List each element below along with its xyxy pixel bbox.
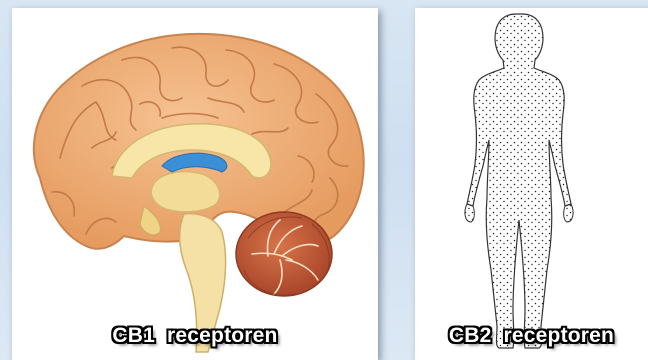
right-hand bbox=[564, 204, 573, 222]
cb2-caption: CB2 receptoren bbox=[415, 324, 648, 348]
body-panel: CB2 receptoren bbox=[415, 8, 648, 360]
brain-illustration bbox=[12, 8, 378, 360]
cb2-word: receptoren bbox=[504, 324, 615, 347]
cb1-caption: CB1 receptoren bbox=[12, 324, 378, 348]
human-body-illustration bbox=[415, 8, 648, 360]
brain-panel: CB1 receptoren bbox=[12, 8, 378, 360]
body-silhouette bbox=[467, 14, 571, 348]
cb1-code: CB1 bbox=[112, 324, 155, 347]
left-hand bbox=[465, 204, 474, 222]
cb2-code: CB2 bbox=[449, 324, 492, 347]
thalamus bbox=[151, 172, 219, 212]
cb1-word: receptoren bbox=[167, 324, 278, 347]
